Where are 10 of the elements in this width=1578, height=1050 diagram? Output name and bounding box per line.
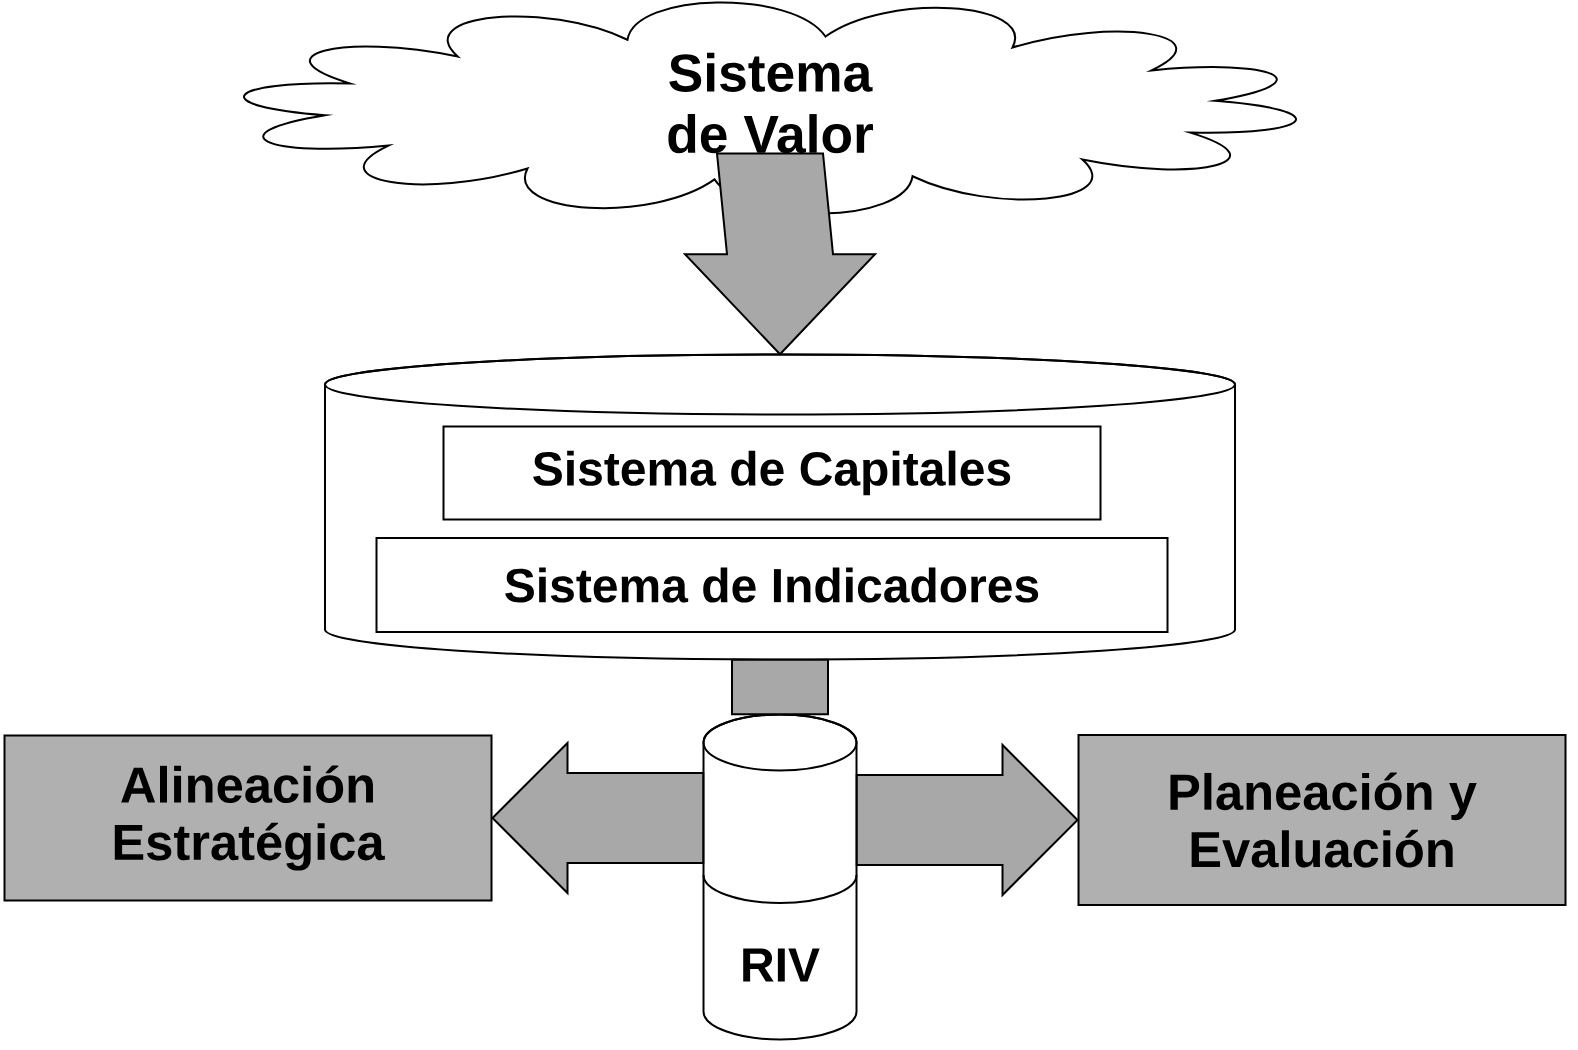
block-arrow: [731, 658, 829, 716]
block-arrow: [682, 152, 878, 356]
text-box: Sistema de Indicadores: [375, 537, 1169, 633]
block-arrow: [491, 740, 705, 896]
shaded-box: Planeación y Evaluación: [1077, 734, 1567, 906]
cylinder: RIV: [702, 713, 858, 1041]
shaded-box: Alineación Estratégica: [3, 734, 493, 902]
block-arrow: [855, 742, 1079, 898]
text-box: Sistema de Capitales: [442, 425, 1102, 521]
cloud: Sistema de Valor: [243, 1, 1297, 215]
